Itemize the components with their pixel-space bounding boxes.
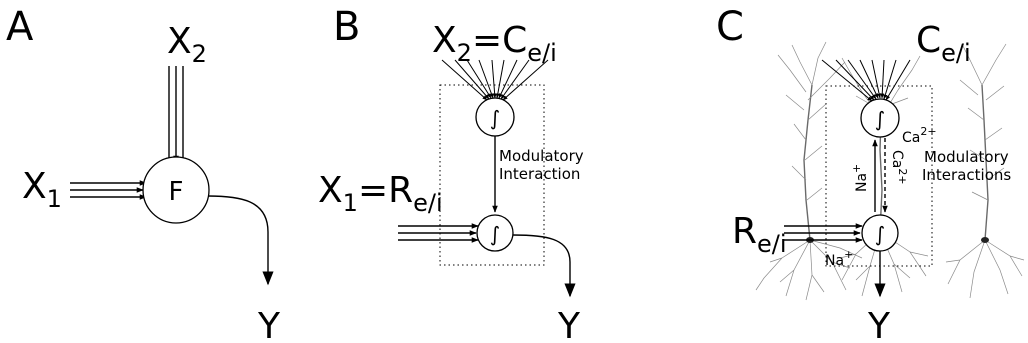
neuron-right-soma (981, 237, 989, 243)
panel-c-dotted-box (825, 85, 933, 267)
panel-c-top-arrows (821, 59, 911, 102)
panel-a-x1-arrows (70, 180, 147, 200)
svg-text:X2=Ce/i: X2=Ce/i (432, 20, 557, 67)
panel-c-letter: C (716, 4, 744, 50)
panel-c-mod-line1: Modulatory (924, 148, 1009, 166)
panel-c-top-integrator (860, 98, 900, 138)
panel-c-output-label: Y (867, 306, 891, 343)
panel-b-bottom-integrator (476, 214, 514, 252)
panel-b-left-arrows (398, 223, 479, 243)
panel-c-top-label: Ce/i (916, 20, 971, 67)
panel-c-na-mid-label: Na+ (850, 164, 870, 192)
svg-text:Re/i: Re/i (732, 211, 787, 258)
panel-c-bottom-integral: ∫ (875, 222, 885, 246)
panel-a-node (142, 156, 210, 224)
panel-b-letter: B (333, 4, 360, 50)
svg-text:X1=Re/i: X1=Re/i (318, 170, 443, 217)
panel-a-output-label: Y (257, 306, 281, 343)
panel-c-top-integral: ∫ (875, 107, 885, 131)
panel-b-mod-line1: Modulatory (499, 147, 584, 165)
panel-b-output-label: Y (557, 306, 581, 343)
panel-b: B X2=Ce/i ∫ Modulatory Interaction X1=Re… (318, 4, 584, 343)
panel-b-output-arrow (512, 234, 576, 298)
panel-b-dotted-box (439, 84, 545, 266)
panel-b-mod-line2: Interaction (499, 165, 580, 183)
panel-c-na-bottom-label: Na+ (825, 248, 853, 269)
panel-b-top-arrows (441, 59, 549, 101)
panel-b-top-integral: ∫ (490, 106, 500, 130)
panel-a: A X2 X1 F Y (6, 4, 281, 343)
panel-b-bottom-integral: ∫ (490, 222, 500, 246)
svg-text:X2: X2 (167, 21, 207, 68)
svg-text:Na+: Na+ (825, 248, 853, 269)
panel-c: C Ce/i (716, 4, 1025, 343)
panel-a-node-label: F (169, 177, 184, 207)
panel-a-x2-label: X2 (167, 21, 207, 68)
svg-text:Ce/i: Ce/i (916, 20, 971, 67)
panel-c-ca-mid-label: Ca2+ (889, 150, 909, 185)
neuron-right (945, 43, 1025, 299)
panel-b-left-label: X1=Re/i (318, 170, 443, 217)
panel-c-left-arrows (784, 223, 863, 243)
panel-b-top-label: X2=Ce/i (432, 20, 557, 67)
panel-c-mod-line2: Interactions (922, 166, 1011, 184)
panel-c-left-label: Re/i (732, 211, 787, 258)
svg-text:Ca2+: Ca2+ (902, 125, 937, 146)
neuron-left (755, 41, 863, 301)
panel-a-letter: A (6, 4, 34, 50)
panel-c-ca-top-label: Ca2+ (902, 125, 937, 146)
svg-text:Ca2+: Ca2+ (889, 150, 909, 185)
svg-text:Na+: Na+ (850, 164, 870, 192)
svg-text:X1: X1 (22, 166, 62, 213)
panel-a-x1-label: X1 (22, 166, 62, 213)
panel-a-output-arrow (207, 195, 274, 286)
panel-a-x2-arrows (166, 66, 186, 165)
